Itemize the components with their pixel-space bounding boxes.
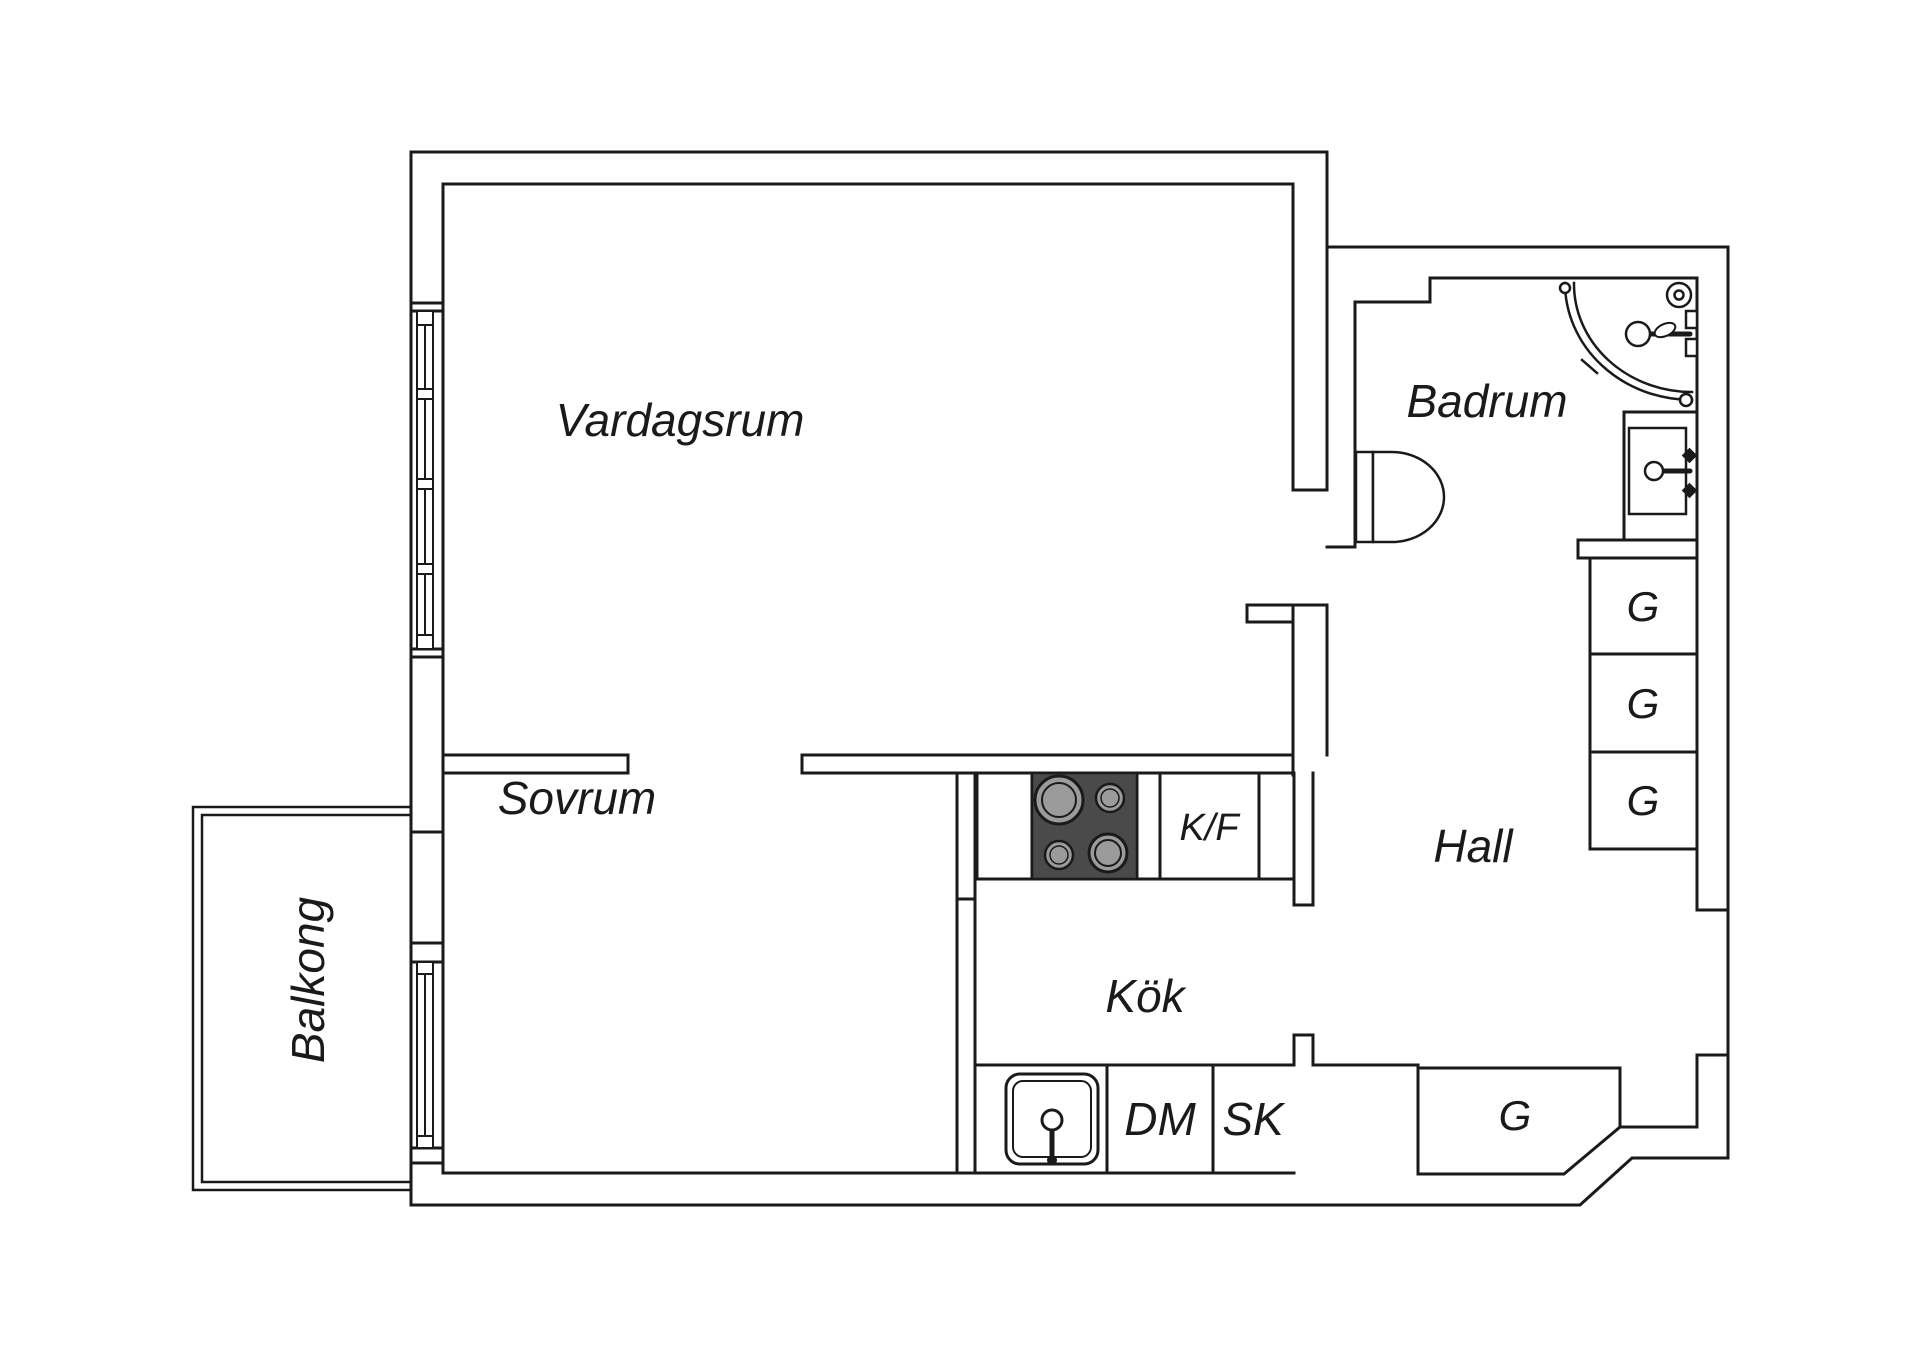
bathroom-fixtures: [1354, 281, 1699, 544]
hall-closets: G G G: [1588, 556, 1699, 851]
sovrum-window: [409, 941, 445, 1165]
hall-wardrobe: G: [1416, 1066, 1622, 1176]
shower: [1558, 281, 1699, 408]
room-labels: Vardagsrum Sovrum Kök Hall Badrum Balkon…: [282, 375, 1568, 1063]
toilet: [1354, 450, 1446, 544]
closet-1-label: G: [1627, 583, 1660, 630]
kitchen-top-counter: K/F: [975, 771, 1295, 881]
balcony-outline: [191, 805, 413, 1192]
kitchen-sink: [1004, 1072, 1100, 1166]
closet-3-label: G: [1627, 777, 1660, 824]
room-label-vardagsrum: Vardagsrum: [556, 394, 805, 446]
stove: [1030, 771, 1139, 881]
hall-wardrobe-label: G: [1499, 1092, 1532, 1139]
bathroom-sink: [1622, 410, 1699, 542]
vardagsrum-window: [409, 301, 445, 659]
room-label-hall: Hall: [1433, 820, 1514, 872]
interior-walls: [409, 150, 1730, 1175]
room-label-kok: Kök: [1105, 970, 1186, 1022]
outer-walls: [409, 150, 1730, 1207]
closet-2-label: G: [1627, 680, 1660, 727]
fridge-freezer-label: K/F: [1179, 807, 1240, 849]
room-label-badrum: Badrum: [1406, 375, 1567, 427]
kitchen-bottom-counter: DM SK: [973, 1063, 1296, 1175]
room-label-balkong: Balkong: [282, 896, 334, 1063]
shower-mixer: [1624, 309, 1699, 358]
room-label-sovrum: Sovrum: [498, 772, 656, 824]
cabinet-label: SK: [1222, 1093, 1286, 1145]
dishwasher-label: DM: [1124, 1093, 1196, 1145]
